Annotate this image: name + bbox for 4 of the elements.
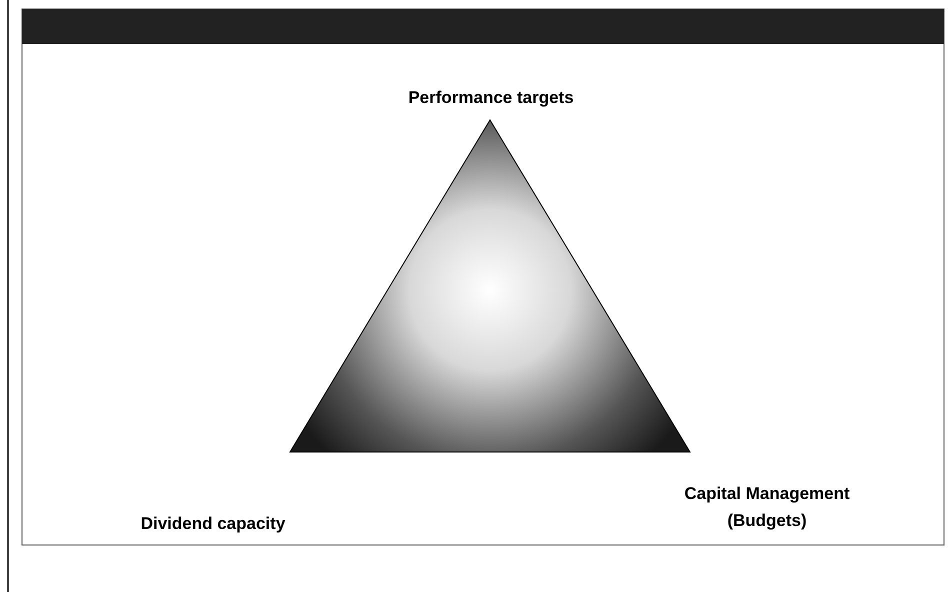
vertex-label: Performance targets [407, 87, 575, 109]
shaded-triangle [289, 119, 691, 452]
vertex-label: Capital Management (Budgets) [683, 483, 851, 532]
vertex-label: Dividend capacity [140, 513, 286, 535]
